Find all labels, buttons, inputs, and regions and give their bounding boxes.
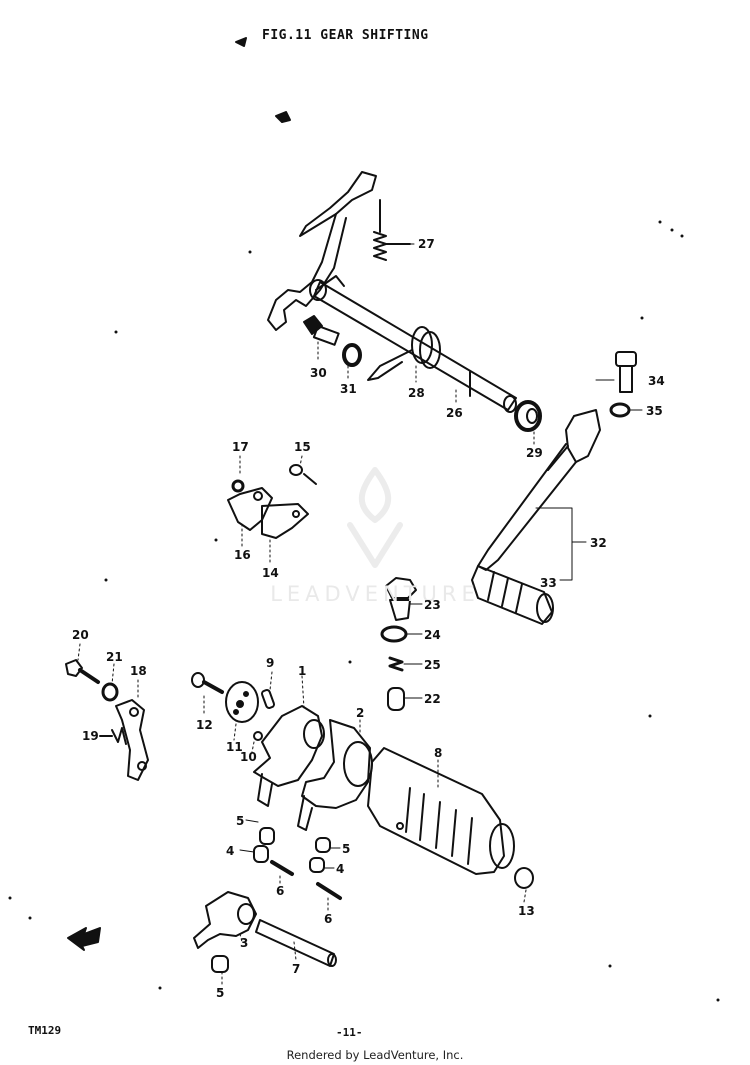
footer-credit: Rendered by LeadVenture, Inc.	[286, 1048, 464, 1062]
callout-12: 12	[196, 718, 213, 732]
callout-11: 11	[226, 740, 243, 754]
bolt-30	[303, 315, 340, 346]
shift-arm-28	[367, 326, 441, 381]
shift-fork-3	[193, 891, 257, 949]
callout-21: 21	[106, 650, 123, 664]
solid-leaders	[99, 243, 643, 869]
callout-30: 30	[310, 366, 327, 380]
stray-mark	[275, 111, 291, 123]
callout-6a: 6	[276, 884, 285, 898]
leadventure-watermark-logo	[347, 467, 403, 568]
callout-23: 23	[424, 598, 441, 612]
pin-6a	[270, 860, 294, 876]
scan-speckles	[8, 220, 720, 1002]
callout-14: 14	[262, 566, 279, 580]
callout-15: 15	[294, 440, 311, 454]
callout-10: 10	[240, 750, 257, 764]
callout-31: 31	[340, 382, 357, 396]
roller-5c	[211, 955, 229, 973]
roller-5a	[259, 827, 275, 845]
callout-25: 25	[424, 658, 441, 672]
callout-18: 18	[130, 664, 147, 678]
washer-31	[342, 343, 362, 367]
callout-3: 3	[240, 936, 249, 950]
callout-2: 2	[356, 706, 365, 720]
cam-stopper-plate-16	[227, 487, 273, 531]
callout-4a: 4	[226, 844, 235, 858]
callout-32: 32	[590, 536, 607, 550]
lever-rubber-33	[471, 565, 554, 625]
gear-shift-shaft-26	[309, 279, 517, 413]
callout-5c: 5	[216, 986, 225, 1000]
bolt-12	[191, 672, 224, 694]
spring-27	[373, 199, 411, 261]
bearing-13	[514, 867, 534, 889]
callout-29: 29	[526, 446, 543, 460]
gear-shift-lever-32	[477, 409, 601, 571]
front-arrow-icon	[67, 927, 101, 951]
pin-22	[387, 687, 405, 711]
pin-6b	[316, 882, 342, 900]
callout-19: 19	[82, 729, 99, 743]
callout-34: 34	[648, 374, 665, 388]
callout-33: 33	[540, 576, 557, 590]
callout-4b: 4	[336, 862, 345, 876]
callout-1: 1	[298, 664, 307, 678]
stopper-18	[115, 699, 149, 781]
watermark-text: LEADVENTURE	[270, 582, 480, 606]
figure-title: FIG.11 GEAR SHIFTING	[262, 28, 429, 43]
roller-5b	[315, 837, 331, 853]
shift-fork-shaft-7	[255, 919, 337, 967]
shift-fork-2	[297, 719, 373, 831]
callout-16: 16	[234, 548, 251, 562]
washer-35	[609, 402, 631, 418]
washer-21	[101, 682, 119, 702]
pin-10	[253, 731, 263, 741]
plug-23	[385, 577, 417, 621]
callout-6b: 6	[324, 912, 333, 926]
callout-35: 35	[646, 404, 663, 418]
spring-25	[388, 656, 404, 672]
cam-driven-gear-11	[225, 681, 259, 723]
callout-5b: 5	[342, 842, 351, 856]
callout-26: 26	[446, 406, 463, 420]
cam-stopper-plate-14	[261, 503, 309, 539]
roller-4b	[309, 857, 325, 873]
oil-seal-29	[514, 400, 542, 432]
gasket-24	[380, 625, 408, 643]
bolt-15	[289, 464, 317, 485]
shift-fork-1	[253, 705, 325, 807]
gear-shift-cam-8	[367, 747, 515, 875]
roller-4a	[253, 845, 269, 863]
bolt-20	[65, 659, 100, 684]
callout-5a: 5	[236, 814, 245, 828]
callout-22: 22	[424, 692, 441, 706]
callout-27: 27	[418, 237, 435, 251]
nut-17	[231, 479, 245, 493]
page-number: -11-	[336, 1026, 363, 1039]
leader-lines	[77, 341, 535, 985]
callout-20: 20	[72, 628, 89, 642]
callout-9: 9	[266, 656, 275, 670]
callout-24: 24	[424, 628, 441, 642]
pin-9	[261, 689, 275, 709]
callout-28: 28	[408, 386, 425, 400]
callout-13: 13	[518, 904, 535, 918]
title-mark	[235, 37, 247, 47]
callout-17: 17	[232, 440, 249, 454]
figure-code: TM129	[28, 1024, 62, 1037]
callout-7: 7	[292, 962, 301, 976]
callout-8: 8	[434, 746, 443, 760]
bolt-34	[615, 351, 637, 393]
